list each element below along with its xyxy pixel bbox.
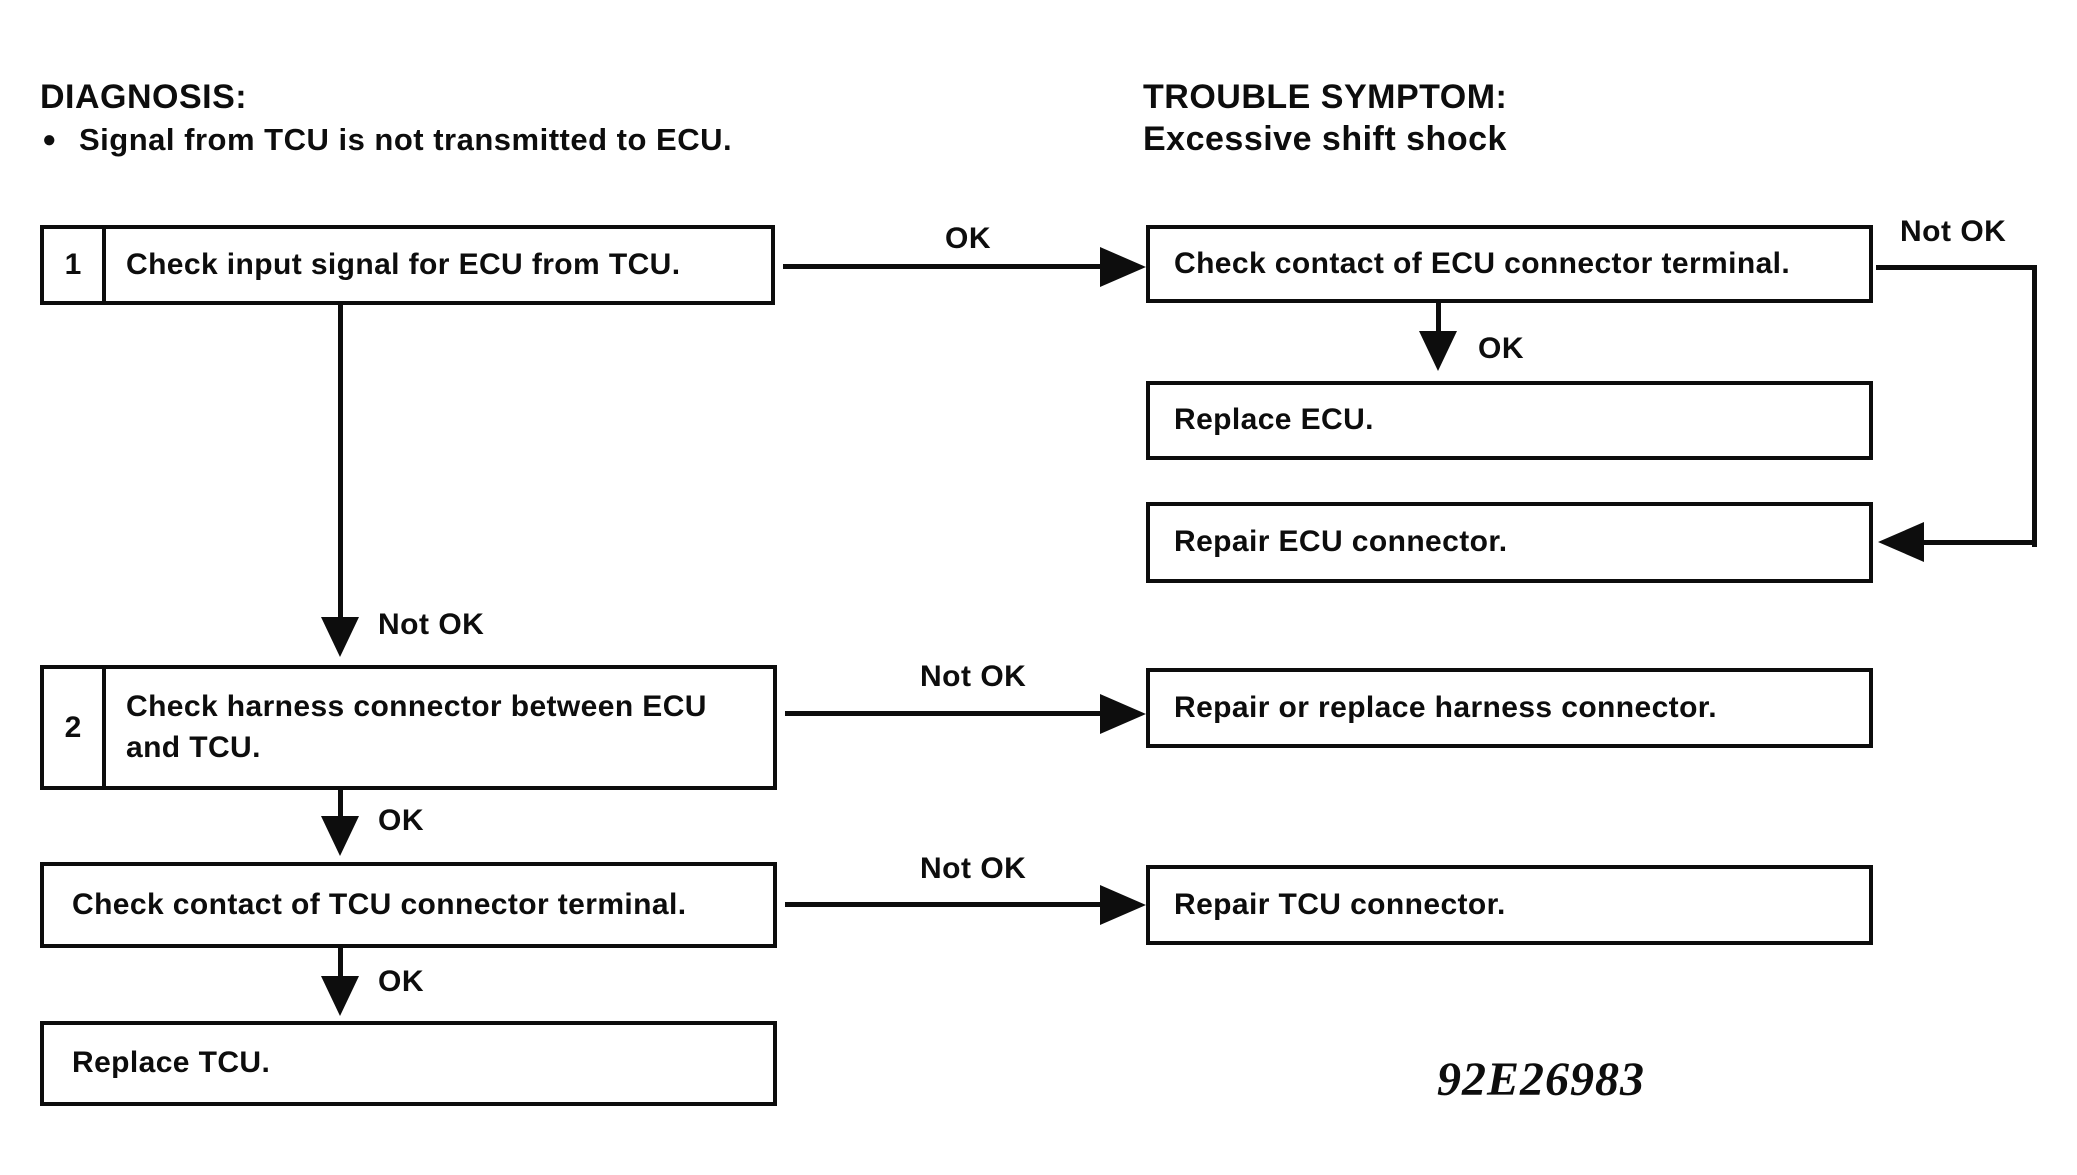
connector-tcu-notok-label: Not OK	[920, 852, 1027, 885]
connector-ecu-notok-label: Not OK	[1900, 215, 2007, 248]
diagnosis-heading: DIAGNOSIS:	[40, 78, 248, 116]
connector-tcu-notok-line	[785, 902, 1103, 907]
connector-step1-ok-label: OK	[945, 222, 991, 255]
diagnosis-item: ● Signal from TCU is not transmitted to …	[42, 122, 732, 158]
check-ecu-terminal-text: Check contact of ECU connector terminal.	[1174, 246, 1791, 280]
connector-ecu-ok-arrowhead-icon	[1419, 331, 1457, 371]
check-tcu-terminal-box: Check contact of TCU connector terminal.	[40, 862, 777, 948]
connector-tcu-ok-label: OK	[378, 965, 424, 998]
replace-ecu-text: Replace ECU.	[1174, 403, 1374, 437]
step1-number: 1	[44, 229, 106, 301]
connector-step1-notok-arrowhead-icon	[321, 617, 359, 657]
connector-step1-notok-label: Not OK	[378, 608, 485, 641]
trouble-symptom-value: Excessive shift shock	[1143, 120, 1507, 158]
repair-ecu-connector-box: Repair ECU connector.	[1146, 502, 1873, 583]
check-ecu-terminal-box: Check contact of ECU connector terminal.	[1146, 225, 1873, 303]
connector-tcu-ok-line	[338, 948, 343, 980]
connector-ecu-notok-top-line	[1876, 265, 2037, 270]
connector-step2-notok-arrowhead-icon	[1100, 694, 1146, 734]
replace-tcu-box: Replace TCU.	[40, 1021, 777, 1106]
repair-harness-connector-text: Repair or replace harness connector.	[1174, 690, 1717, 724]
step2-number: 2	[44, 669, 106, 786]
bullet-icon: ●	[42, 126, 57, 153]
repair-harness-connector-box: Repair or replace harness connector.	[1146, 668, 1873, 748]
step1-box: 1 Check input signal for ECU from TCU.	[40, 225, 775, 305]
connector-ecu-ok-label: OK	[1478, 332, 1524, 365]
repair-tcu-connector-box: Repair TCU connector.	[1146, 865, 1873, 945]
repair-ecu-connector-text: Repair ECU connector.	[1174, 525, 1508, 559]
connector-step1-ok-arrowhead-icon	[1100, 247, 1146, 287]
connector-tcu-notok-arrowhead-icon	[1100, 885, 1146, 925]
connector-ecu-notok-bottom-line	[1922, 540, 2034, 545]
step2-box: 2 Check harness connector between ECU an…	[40, 665, 777, 790]
repair-tcu-connector-text: Repair TCU connector.	[1174, 887, 1506, 921]
connector-ecu-ok-line	[1436, 303, 1441, 335]
connector-step2-ok-label: OK	[378, 804, 424, 837]
step2-text: Check harness connector between ECU and …	[126, 690, 707, 764]
connector-step1-notok-line	[338, 305, 343, 620]
connector-tcu-ok-arrowhead-icon	[321, 976, 359, 1016]
connector-step2-ok-line	[338, 790, 343, 820]
check-tcu-terminal-text: Check contact of TCU connector terminal.	[72, 887, 687, 921]
connector-ecu-notok-arrowhead-icon	[1878, 522, 1924, 562]
connector-step2-notok-line	[785, 711, 1103, 716]
connector-step2-ok-arrowhead-icon	[321, 816, 359, 856]
figure-code: 92E26983	[1437, 1053, 1646, 1106]
diagnosis-item-text: Signal from TCU is not transmitted to EC…	[79, 122, 733, 157]
connector-ecu-notok-side-line	[2032, 265, 2037, 547]
connector-step1-ok-line	[783, 264, 1103, 269]
trouble-symptom-heading: TROUBLE SYMPTOM:	[1143, 78, 1508, 116]
connector-step2-notok-label: Not OK	[920, 660, 1027, 693]
step1-text: Check input signal for ECU from TCU.	[126, 247, 681, 281]
replace-ecu-box: Replace ECU.	[1146, 381, 1873, 460]
replace-tcu-text: Replace TCU.	[72, 1046, 271, 1080]
